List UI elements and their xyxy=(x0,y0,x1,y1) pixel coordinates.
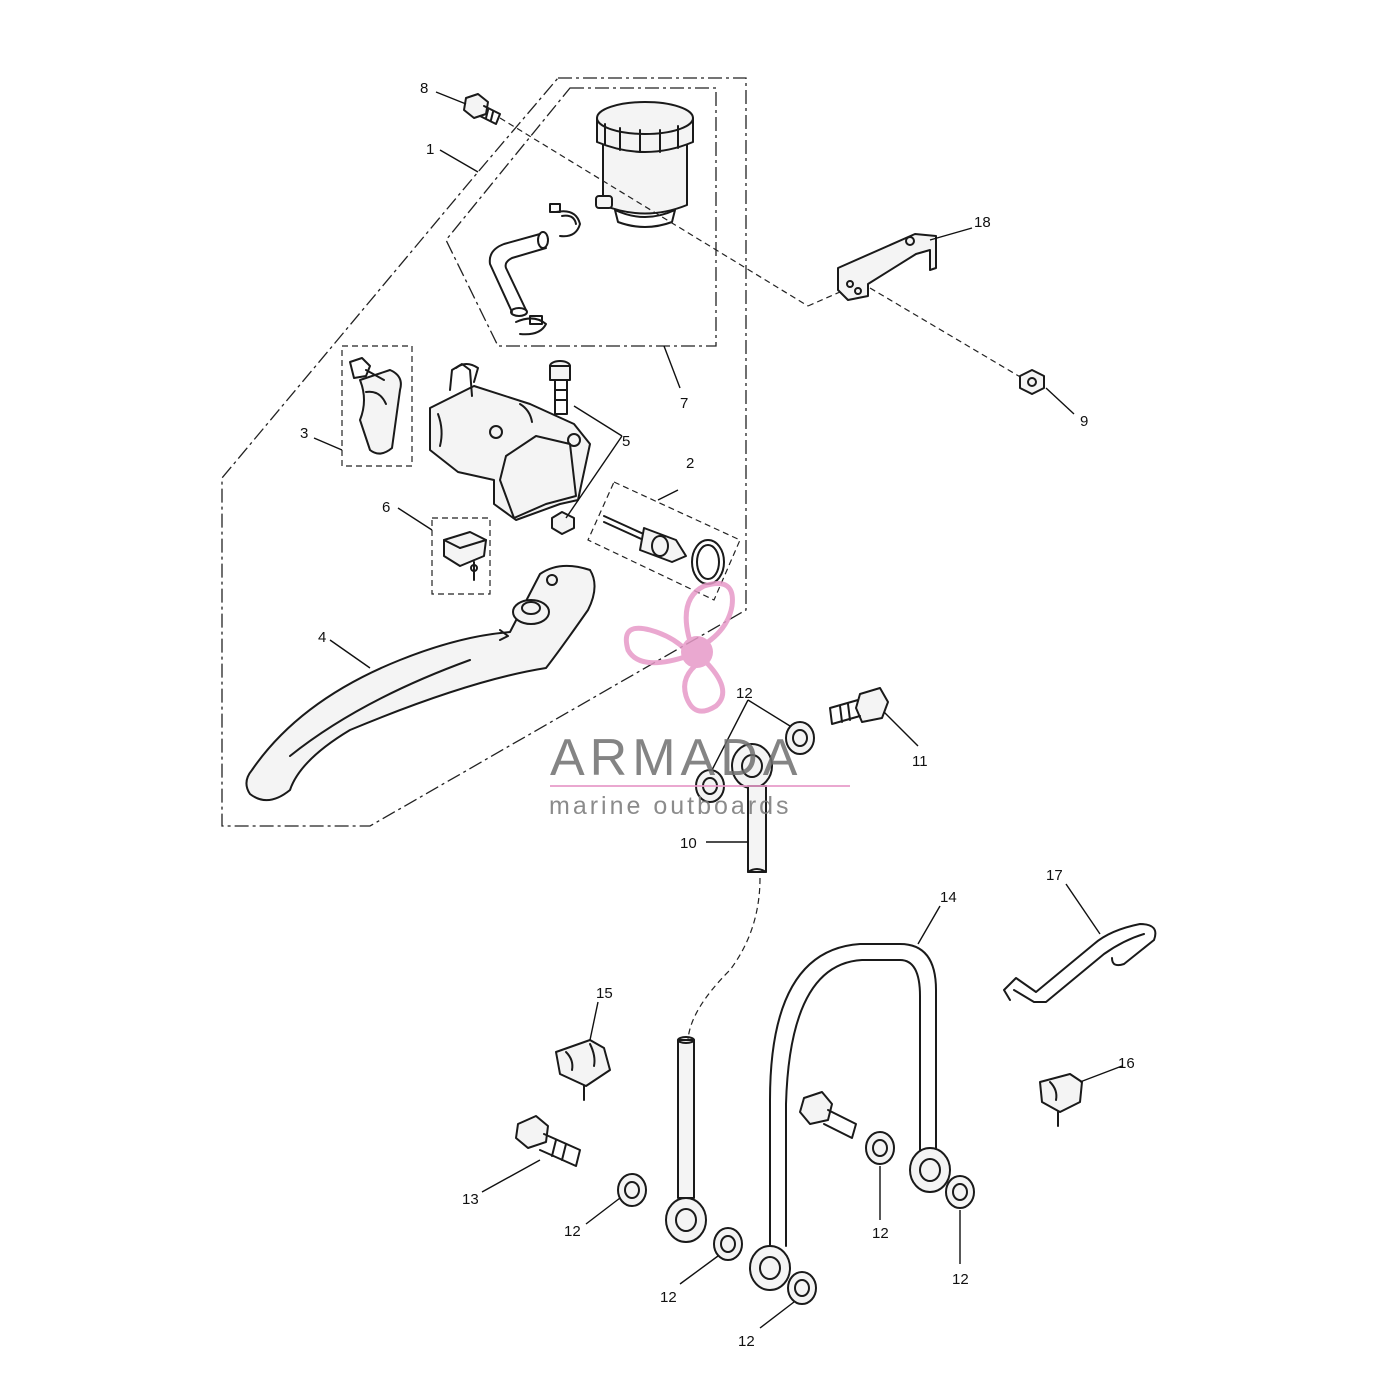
clamp-3 xyxy=(349,357,402,455)
bolt-8 xyxy=(463,93,501,125)
callout-2: 2 xyxy=(686,455,694,472)
washer-12-lower-a xyxy=(617,1173,647,1207)
callout-13: 13 xyxy=(462,1191,479,1208)
callout-9: 9 xyxy=(1080,413,1088,430)
callout-8: 8 xyxy=(420,80,428,97)
callout-4: 4 xyxy=(318,629,326,646)
assembly-outline xyxy=(221,77,747,827)
propeller-icon xyxy=(623,581,735,714)
washer-12-lower-c xyxy=(787,1271,817,1305)
callout-15: 15 xyxy=(596,985,613,1002)
clip-16 xyxy=(1039,1073,1083,1127)
callout-5: 5 xyxy=(622,433,630,450)
callout-10: 10 xyxy=(680,835,697,852)
piston-group-box xyxy=(587,481,741,601)
watermark: ARMADA marine outboards xyxy=(549,581,850,820)
banjo-bolt-11 xyxy=(829,687,889,725)
callout-6: 6 xyxy=(382,499,390,516)
brake-hose-10 xyxy=(731,743,773,873)
hose-clip-lower xyxy=(515,315,547,336)
callout-7: 7 xyxy=(680,395,688,412)
callout-12-d: 12 xyxy=(872,1225,889,1242)
callout-12-b: 12 xyxy=(660,1289,677,1306)
switch-group-box xyxy=(431,517,491,595)
washer-12-top-right xyxy=(785,721,815,755)
watermark-tagline: marine outboards xyxy=(549,792,792,820)
callout-labels: 8 1 2 3 4 5 6 7 9 10 11 12 13 14 15 16 1… xyxy=(300,80,1135,1350)
nut-5 xyxy=(551,511,575,535)
brake-pipe-14 xyxy=(749,943,951,1291)
banjo-bolt-right xyxy=(799,1091,857,1139)
brake-lever-4 xyxy=(245,564,596,801)
reservoir-hose xyxy=(488,231,549,317)
banjo-bolt-13 xyxy=(515,1115,581,1167)
leader-lines xyxy=(313,91,1123,1329)
washer-12-lower-b xyxy=(713,1227,743,1261)
brake-switch-6 xyxy=(443,531,487,581)
callout-18: 18 xyxy=(974,214,991,231)
spring-clip-17 xyxy=(1003,923,1157,1003)
watermark-brand: ARMADA xyxy=(550,729,802,787)
master-cylinder-body xyxy=(429,363,591,521)
callout-12-c: 12 xyxy=(738,1333,755,1350)
callout-12-top: 12 xyxy=(736,685,753,702)
fluid-reservoir xyxy=(595,101,694,228)
washer-12-lower-d xyxy=(865,1131,895,1165)
callout-3: 3 xyxy=(300,425,308,442)
pivot-bolt-5 xyxy=(549,360,571,415)
callout-1: 1 xyxy=(426,141,434,158)
nut-9 xyxy=(1019,369,1045,395)
washer-12-lower-e xyxy=(945,1175,975,1209)
callout-11: 11 xyxy=(912,753,928,770)
brake-hose-lower xyxy=(665,1036,707,1243)
hose-clip-upper xyxy=(549,203,581,238)
callout-12-a: 12 xyxy=(564,1223,581,1240)
callout-16: 16 xyxy=(1118,1055,1135,1072)
callout-14: 14 xyxy=(940,889,957,906)
callout-12-e: 12 xyxy=(952,1271,969,1288)
piston-kit-2 xyxy=(603,515,725,585)
bracket-18 xyxy=(837,233,937,301)
clip-15 xyxy=(555,1039,611,1101)
callout-17: 17 xyxy=(1046,867,1063,884)
clamp-group-box xyxy=(341,345,413,467)
